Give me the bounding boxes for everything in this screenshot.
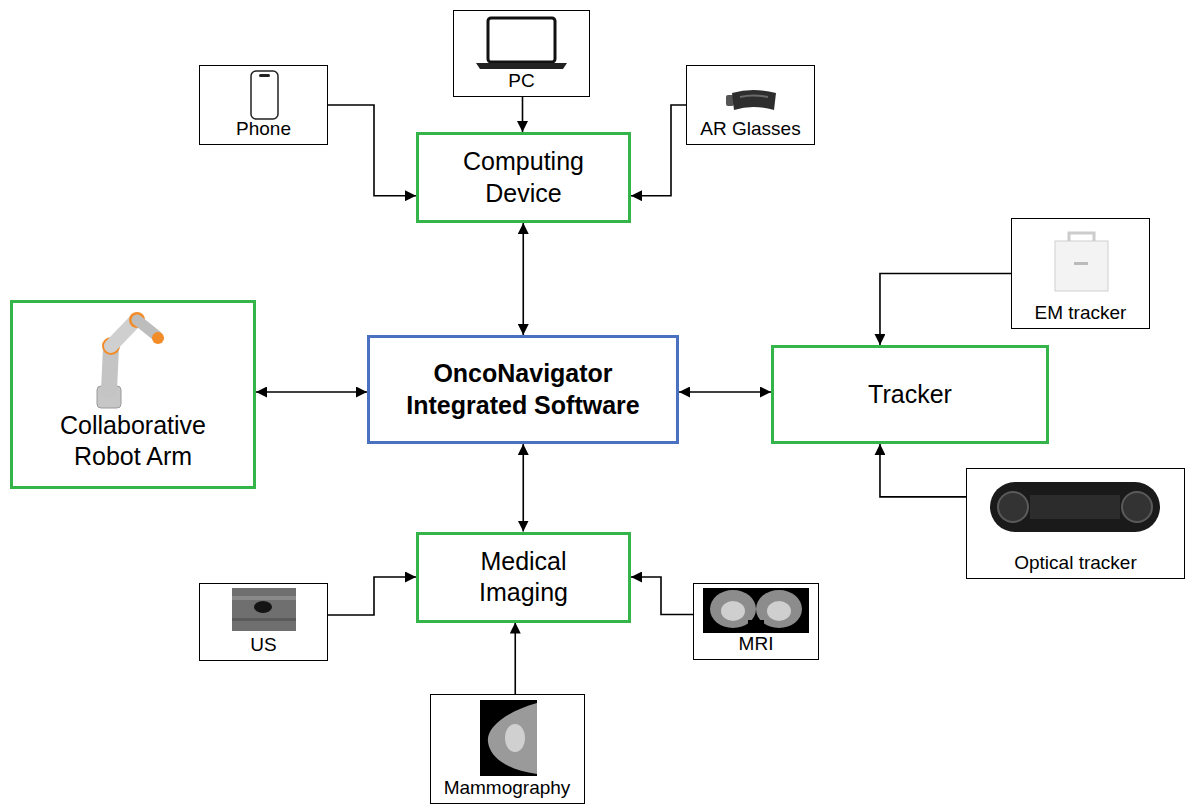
optical-lens (998, 492, 1028, 522)
ultrasound-image (232, 588, 296, 631)
device-box: Optical tracker (966, 468, 1185, 579)
glasses-visor (732, 90, 776, 110)
laptop-base (476, 63, 567, 69)
box-label: Optical tracker (1014, 551, 1136, 575)
us-frame (232, 588, 296, 631)
us-texture (232, 618, 296, 621)
optical-body (990, 482, 1160, 532)
connector-arrow (256, 391, 367, 393)
connector-arrow (631, 577, 693, 615)
connector-arrow (328, 577, 416, 615)
category-box: Computing Device (416, 132, 631, 223)
connector-arrow (522, 97, 524, 132)
mammo-breast (488, 703, 537, 774)
box-label: Phone (236, 117, 291, 141)
device-box: PC (453, 10, 590, 97)
us-lesion (254, 601, 272, 613)
robot-arm-icon (97, 312, 164, 408)
connector-arrow (522, 223, 524, 335)
device-box: US (199, 583, 328, 661)
laptop-icon (476, 18, 567, 69)
box-label: PC (508, 69, 534, 93)
glasses-highlight (740, 96, 768, 98)
box-label: Tracker (868, 379, 952, 410)
em-mark (1074, 262, 1088, 265)
connector-arrow (522, 444, 524, 532)
device-box: AR Glasses (686, 65, 815, 145)
box-label: US (250, 633, 276, 657)
device-box: MRI (693, 583, 819, 660)
mammo-tissue (505, 724, 525, 752)
device-box: Mammography (430, 694, 585, 804)
mri-image (703, 588, 809, 633)
box-label: Collaborative Robot Arm (33, 410, 233, 473)
device-box: EM tracker (1011, 218, 1150, 329)
em-body (1055, 241, 1108, 291)
phone-icon (251, 71, 278, 119)
mri-gap (748, 620, 764, 632)
category-box: Medical Imaging (416, 532, 631, 623)
mri-tissue (767, 601, 791, 621)
category-box: Collaborative Robot Arm (10, 300, 256, 489)
optical-lens (1122, 492, 1152, 522)
ar-glasses-icon (726, 90, 776, 110)
mri-tissue (721, 601, 745, 621)
connector-arrow (880, 274, 1011, 346)
box-label: OncoNavigator Integrated Software (383, 358, 663, 421)
laptop-screen (488, 18, 555, 62)
connector-arrow (880, 444, 966, 497)
box-label: AR Glasses (700, 117, 800, 141)
optical-face (1030, 495, 1120, 519)
box-label: Computing Device (439, 146, 609, 209)
robot-tool (152, 332, 164, 344)
em-tracker-icon (1055, 233, 1108, 291)
phone-body (251, 71, 278, 119)
mammo-frame (480, 700, 537, 776)
optical-tracker-icon (990, 482, 1160, 532)
connector-arrow (679, 391, 771, 393)
category-box: Tracker (771, 345, 1049, 444)
software-box: OncoNavigator Integrated Software (367, 335, 679, 444)
mammography-image (480, 700, 537, 776)
box-label: EM tracker (1035, 301, 1127, 325)
device-box: Phone (199, 65, 328, 145)
connector-arrow (514, 623, 516, 695)
phone-notch (259, 74, 270, 77)
mri-frame (703, 588, 809, 633)
us-texture (232, 596, 296, 600)
connector-arrow (631, 105, 686, 196)
box-label: Medical Imaging (439, 546, 609, 609)
box-label: Mammography (444, 776, 571, 800)
box-label: MRI (739, 632, 774, 656)
connector-arrow (328, 105, 416, 196)
